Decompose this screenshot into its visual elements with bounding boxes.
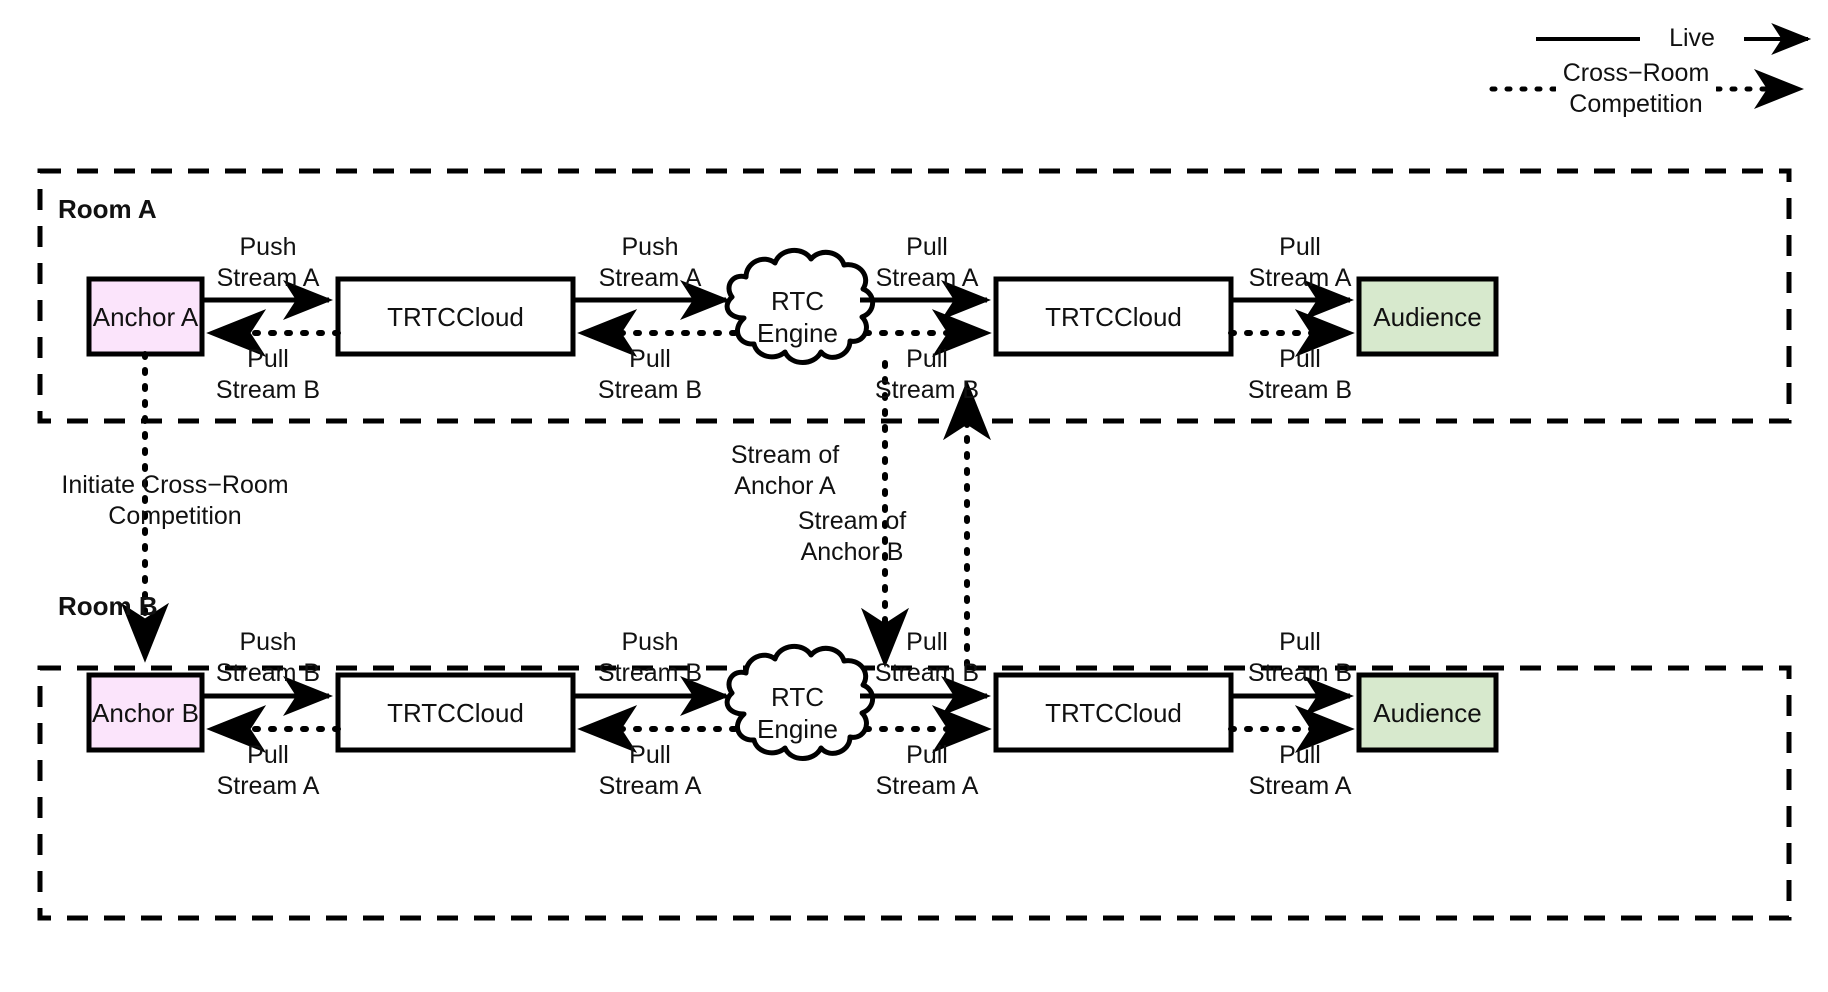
room-b-label-push-stream-b-1: Push Stream B [215,628,321,687]
room-a-audience-label: Audience [1373,301,1482,332]
room-b-label-pull-stream-a-2: Pull Stream A [598,741,702,800]
room-b-cloud-icon [724,644,876,761]
room-b-anchor-box[interactable] [86,672,205,753]
room-a-label-push-stream-a-1: Push Stream A [216,233,320,292]
room-b-audience-label: Audience [1373,697,1482,728]
room-b-label-push-stream-b-2: Push Stream B [597,628,703,687]
room-a-title: Room A [58,194,157,224]
room-a-trtc-left-label: TRTCCloud [387,301,524,332]
room-a-anchor-label: Anchor A [92,301,199,332]
initiate-cross-room-label: Initiate Cross−Room Competition [61,471,289,530]
room-a-trtc-left-box[interactable] [335,276,576,357]
room-a-anchor-box[interactable] [86,276,205,357]
room-a-label-pull-stream-a-1: Pull Stream A [875,233,979,292]
room-a-label-pull-stream-b-3: Pull Stream B [874,345,980,404]
room-b-trtc-left-label: TRTCCloud [387,697,524,728]
room-a-trtc-right-box[interactable] [993,276,1234,357]
room-b-label-pull-stream-a-1: Pull Stream A [216,741,320,800]
room-a-label-pull-stream-a-2: Pull Stream A [1248,233,1352,292]
room-b-audience-box[interactable] [1356,672,1499,753]
room-b-anchor-label: Anchor B [92,697,199,728]
room-b-trtc-right-box[interactable] [993,672,1234,753]
room-b-trtc-right-label: TRTCCloud [1045,697,1182,728]
room-a-audience-fill [1356,276,1499,357]
room-a-trtc-right-label: TRTCCloud [1045,301,1182,332]
room-a-label-push-stream-a-2: Push Stream A [598,233,702,292]
stream-of-anchor-a-label: Stream of Anchor A [730,441,840,500]
room-b-engine-label: RTC Engine [757,681,838,744]
room-b-label-pull-stream-a-3: Pull Stream A [875,741,979,800]
stream-of-anchor-b-label: Stream of Anchor B [797,507,907,566]
legend-label-cross-room: Cross−Room Competition [1556,58,1716,120]
legend-label-live: Live [1640,23,1744,54]
room-b-trtc-left-box[interactable] [335,672,576,753]
room-a-cloud-icon [724,248,876,365]
room-b-label-pull-stream-a-4: Pull Stream A [1248,741,1352,800]
room-b-label-pull-stream-b-2: Pull Stream B [1247,628,1353,687]
room-b-label-pull-stream-b-1: Pull Stream B [874,628,980,687]
room-a-engine-label: RTC Engine [757,285,838,348]
room-b-title: Room B [58,591,158,621]
room-a-label-pull-stream-b-4: Pull Stream B [1247,345,1353,404]
room-a-label-pull-stream-b-2: Pull Stream B [597,345,703,404]
room-a-label-pull-stream-b-1: Pull Stream B [215,345,321,404]
